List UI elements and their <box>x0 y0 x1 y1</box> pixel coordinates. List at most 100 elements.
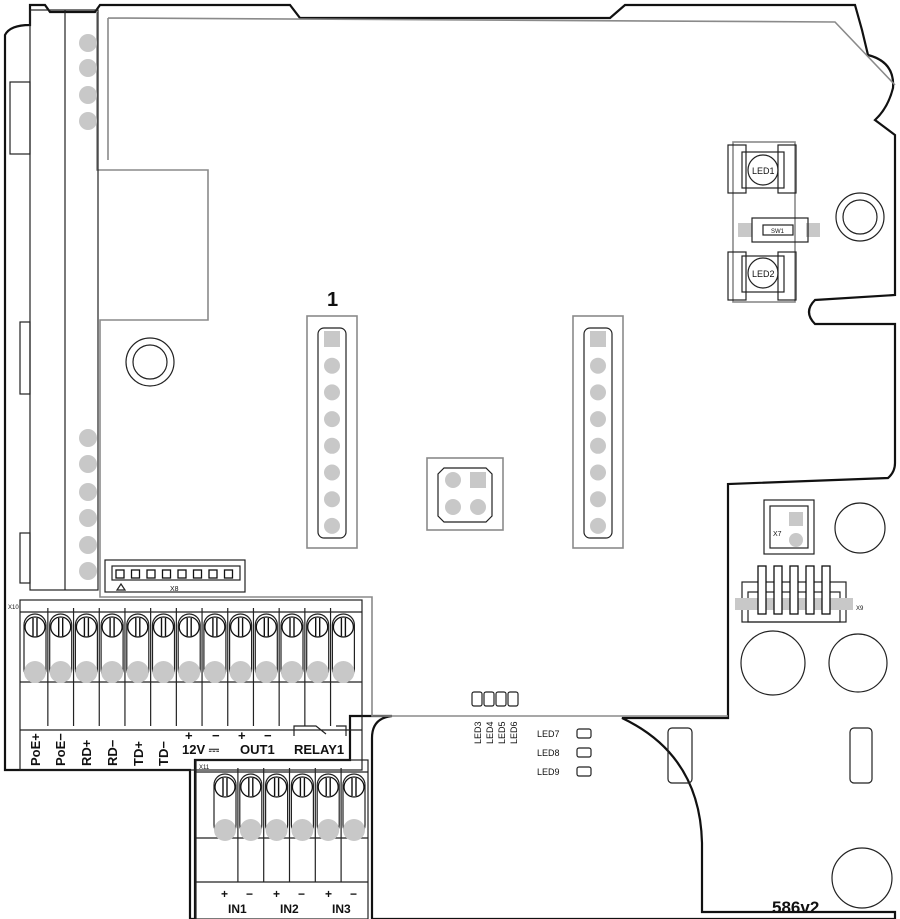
terminal-pad <box>332 661 355 683</box>
terminal-pad <box>152 661 175 683</box>
terminal-pad <box>265 819 288 841</box>
top-right-outline <box>107 17 896 160</box>
x8-pin <box>161 569 172 579</box>
pin-header-left <box>306 315 358 549</box>
in2-label: IN2 <box>280 902 299 916</box>
out1-label: OUT1 <box>240 742 275 757</box>
connector-x7 <box>763 499 815 555</box>
header-pin <box>590 491 606 508</box>
left-header-outline <box>96 12 728 717</box>
left-pad <box>79 483 97 501</box>
x8-pin <box>130 569 141 579</box>
header-pin <box>590 357 606 374</box>
terminal-pad <box>281 661 303 683</box>
terminal-pad <box>317 819 340 841</box>
in3-minus-sign: − <box>350 887 357 901</box>
x10-label: X10 <box>8 605 19 611</box>
terminal-screw <box>255 616 277 638</box>
terminal-block-x10: X10 PoE+ PoE− RD+ RD− TD+ TD− + − 12V ⎓ … <box>8 599 363 771</box>
terminal-pad <box>214 819 236 841</box>
relay1-label: RELAY1 <box>294 742 344 757</box>
terminal-screw <box>101 616 123 638</box>
connector-x9: X9 <box>735 565 864 623</box>
terminal-screw <box>127 616 149 638</box>
x9-pin <box>757 565 767 615</box>
led3-label: LED3 <box>473 721 483 744</box>
pin-header-right-pins <box>590 331 606 534</box>
in1-label: IN1 <box>228 902 247 916</box>
terminal-screw <box>291 776 314 798</box>
label-poe-minus: PoE− <box>53 733 68 766</box>
header-pin <box>324 464 340 481</box>
x9-pin <box>789 565 799 615</box>
left-pad <box>79 86 97 104</box>
in3-plus-sign: + <box>325 887 332 901</box>
header-pin <box>324 357 340 374</box>
header-pin <box>590 384 606 401</box>
slot-left <box>667 727 693 784</box>
board-outline <box>3 3 897 919</box>
terminal-pad <box>49 661 72 683</box>
terminal-pad <box>343 819 365 841</box>
header-pin <box>324 517 340 534</box>
left-tab-lower <box>19 532 31 584</box>
pin1-marker: 1 <box>327 289 338 311</box>
in3-label: IN3 <box>332 902 351 916</box>
left-pad <box>79 562 97 580</box>
in1-plus-sign: + <box>221 887 228 901</box>
terminal-pad <box>306 661 329 683</box>
x8-pin <box>115 569 125 579</box>
x9-pin <box>773 565 783 615</box>
header-pin-square <box>590 331 606 347</box>
x8-pin <box>192 569 203 579</box>
x8-label: X8 <box>170 586 179 593</box>
terminal-pad <box>291 819 314 841</box>
terminal-pad <box>255 661 278 683</box>
led7-label: LED7 <box>537 729 560 739</box>
header-pin <box>590 464 606 481</box>
x7-label: X7 <box>773 531 782 538</box>
in2-minus-sign: − <box>298 887 305 901</box>
sw1-label: SW1 <box>771 229 785 235</box>
header-pin <box>324 384 340 401</box>
header-pin-square <box>324 331 340 347</box>
hole-right-2 <box>740 630 806 696</box>
terminal-pad <box>203 661 226 683</box>
terminal-screw <box>265 776 288 798</box>
x8-pin <box>146 569 156 579</box>
terminal-screw <box>75 616 98 638</box>
terminal-screw <box>307 616 329 638</box>
header-pin <box>590 517 606 534</box>
terminal-pad <box>126 661 149 683</box>
power-plus-sign: + <box>185 728 193 743</box>
header-pin <box>324 437 340 454</box>
terminal-pad <box>178 661 201 683</box>
terminal-screw <box>343 776 365 798</box>
left-connector-pads <box>79 34 97 580</box>
terminal-screw <box>24 616 46 638</box>
terminal-pad <box>101 661 124 683</box>
in2-plus-sign: + <box>273 887 280 901</box>
terminal-screw <box>240 776 262 798</box>
led4-label: LED4 <box>485 721 495 744</box>
label-poe-plus: PoE+ <box>28 733 43 766</box>
x9-label: X9 <box>856 606 864 612</box>
left-pad <box>79 59 97 77</box>
x8-pin <box>208 569 218 579</box>
left-pad <box>79 536 97 554</box>
power-12v-label: 12V ⎓ <box>182 742 220 757</box>
label-rd-minus: RD− <box>105 739 120 766</box>
in1-minus-sign: − <box>246 887 253 901</box>
out1-plus-sign: + <box>238 728 246 743</box>
led-side-group: LED7 LED8 LED9 <box>537 728 592 777</box>
terminal-block-x11: X11 + − IN1 + − IN2 + − IN3 <box>195 759 369 919</box>
led8-label: LED8 <box>537 748 560 758</box>
terminal-screw <box>281 616 303 638</box>
mounting-hole-right-top <box>835 192 885 242</box>
led2-label: LED2 <box>752 269 775 279</box>
led-switch-cluster: LED1 SW1 LED2 <box>727 141 820 303</box>
mounting-hole-left <box>125 337 175 387</box>
terminal-screw <box>50 616 72 638</box>
terminal-screw <box>178 616 200 638</box>
power-minus-sign: − <box>212 728 220 743</box>
